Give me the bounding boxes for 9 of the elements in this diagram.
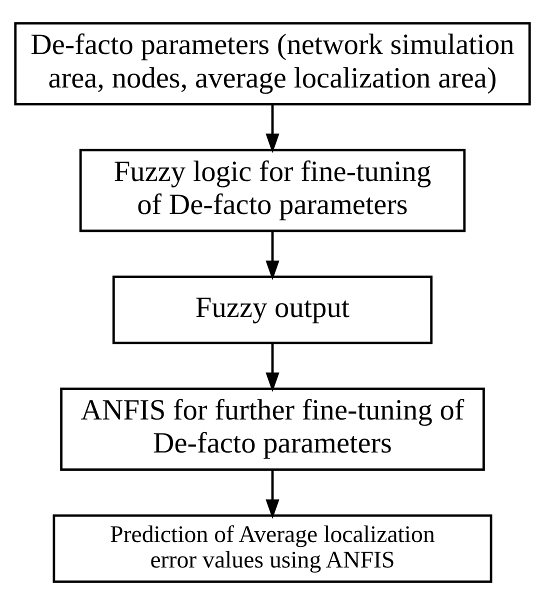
node-box: Fuzzy output: [112, 275, 433, 344]
arrow: [266, 470, 280, 518]
arrow: [266, 230, 280, 280]
node-box: Fuzzy logic for fine-tuning of De-facto parameters: [79, 148, 466, 232]
node-box: De-facto parameters (network simulation area, nodes, average localization area): [14, 22, 531, 105]
node-box: Prediction of Average localization error values using ANFIS: [52, 514, 492, 582]
arrow: [266, 104, 280, 153]
arrow: [266, 342, 280, 392]
node-box: ANFIS for further fine-tuning of De-facto parameters: [60, 387, 485, 470]
